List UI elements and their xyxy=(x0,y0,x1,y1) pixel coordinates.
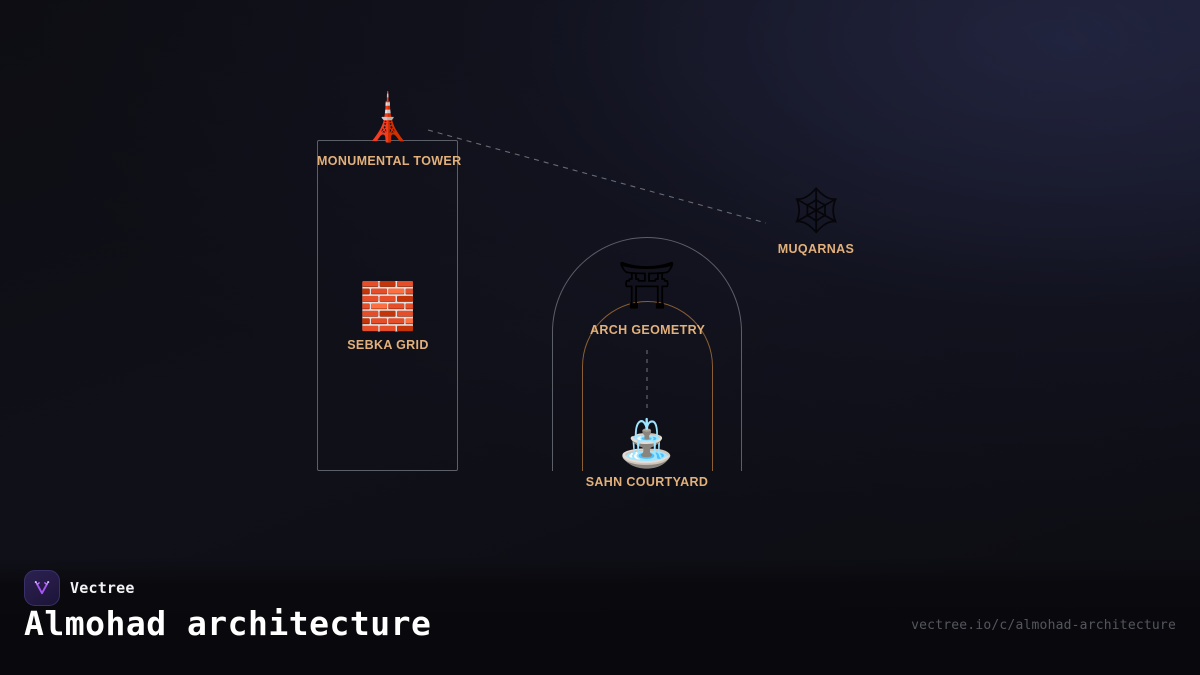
brand[interactable]: Vectree xyxy=(24,570,135,606)
torii-gate-icon: ⛩ xyxy=(617,259,677,311)
fountain-icon: ⛲ xyxy=(618,417,676,469)
node-label-sebka-grid: SEBKA GRID xyxy=(347,338,429,352)
node-sebka-grid[interactable]: 🧱 SEBKA GRID xyxy=(347,283,429,352)
spider-web-icon: 🕸 xyxy=(786,184,846,236)
group-arch-outer[interactable] xyxy=(552,237,742,471)
node-sahn-courtyard[interactable]: ⛲ SAHN COURTYARD xyxy=(586,420,709,489)
group-label-monumental-tower: MONUMENTAL TOWER xyxy=(317,154,462,168)
node-label-sahn-courtyard: SAHN COURTYARD xyxy=(585,475,709,489)
brick-wall-icon: 🧱 xyxy=(359,280,417,332)
group-label-arch-geometry: ARCH GEOMETRY xyxy=(590,323,706,337)
group-monumental-tower[interactable] xyxy=(317,140,458,471)
footer-bar: Vectree Almohad architecture vectree.io/… xyxy=(0,558,1200,675)
node-label-muqarnas: MUQARNAS xyxy=(777,242,855,256)
group-icon-monumental-tower: 🗼 xyxy=(359,94,416,140)
tokyo-tower-icon: 🗼 xyxy=(359,91,417,143)
group-icon-arch-geometry: ⛩ xyxy=(618,262,676,308)
node-muqarnas[interactable]: 🕸 MUQARNAS xyxy=(778,187,854,256)
group-arch-geometry[interactable] xyxy=(582,301,713,471)
edge-tower-to-muqarnas xyxy=(427,129,767,224)
page-url[interactable]: vectree.io/c/almohad-architecture xyxy=(911,618,1176,633)
brand-name: Vectree xyxy=(70,579,135,597)
page-title: Almohad architecture xyxy=(24,604,432,643)
vectree-logo-icon xyxy=(24,570,60,606)
